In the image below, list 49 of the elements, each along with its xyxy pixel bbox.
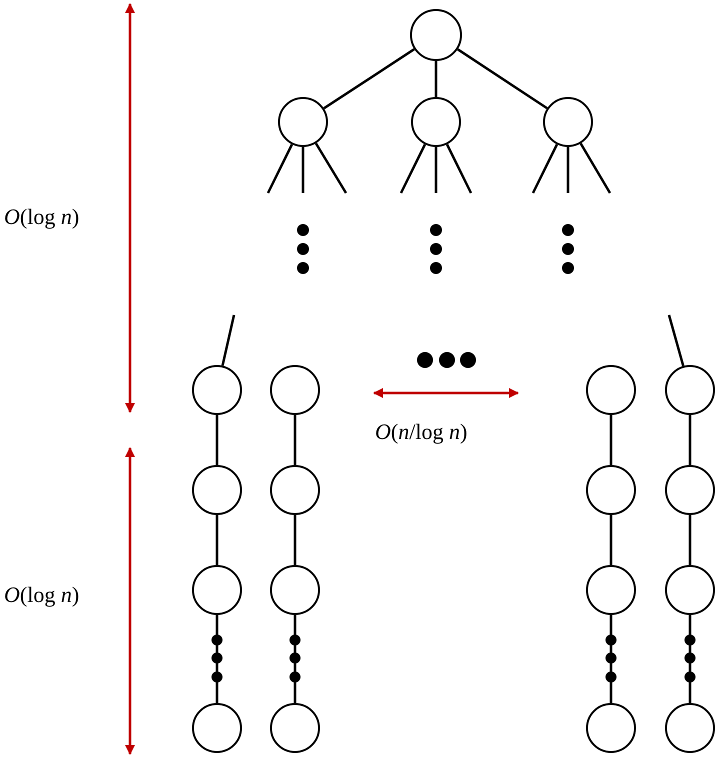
tree-node-circle — [543, 97, 593, 147]
connector-line — [457, 48, 548, 110]
tree-node-circle — [270, 703, 320, 753]
tree-node-circle — [192, 565, 242, 615]
connector-line — [580, 142, 612, 194]
connector-line — [294, 415, 296, 465]
tree-node-circle — [192, 365, 242, 415]
connector-line — [294, 515, 296, 565]
tree-node-circle — [270, 365, 320, 415]
tree-node-circle — [278, 97, 328, 147]
connector-line — [688, 415, 692, 465]
tree-node-circle — [586, 365, 636, 415]
complexity-label: O(n/log n) — [375, 419, 468, 445]
tree-node-circle — [586, 703, 636, 753]
connector-line — [323, 48, 415, 110]
connector-line — [566, 147, 570, 193]
connector-line — [302, 147, 304, 193]
connector-line — [610, 515, 612, 565]
complexity-label: O(log n) — [4, 204, 80, 230]
connector-line — [668, 314, 684, 366]
tree-node-circle — [270, 465, 320, 515]
connector-line — [216, 515, 218, 565]
connector-line — [216, 415, 218, 465]
connector-line — [610, 615, 612, 703]
tree-node-circle — [665, 365, 715, 415]
connector-line — [434, 61, 438, 97]
tree-node-circle — [665, 565, 715, 615]
connector-line — [688, 515, 692, 565]
tree-node-circle — [586, 465, 636, 515]
tree-node-circle — [665, 465, 715, 515]
tree-node-circle — [586, 565, 636, 615]
tree-node-circle — [411, 97, 461, 147]
connector-line — [434, 147, 438, 193]
tree-node-circle — [270, 565, 320, 615]
connector-line — [446, 144, 472, 194]
connector-line — [400, 144, 426, 194]
tree-node-circle — [192, 703, 242, 753]
complexity-label: O(log n) — [4, 582, 80, 608]
connector-line — [688, 615, 692, 703]
tree-node-circle — [665, 703, 715, 753]
tree-node-circle — [410, 9, 462, 61]
connector-line — [216, 615, 218, 703]
connector-line — [610, 415, 612, 465]
connector-line — [221, 314, 236, 366]
connector-line — [266, 144, 294, 194]
tree-node-circle — [192, 465, 242, 515]
connector-line — [532, 144, 558, 194]
connector-line — [314, 142, 348, 194]
connector-line — [294, 615, 296, 703]
